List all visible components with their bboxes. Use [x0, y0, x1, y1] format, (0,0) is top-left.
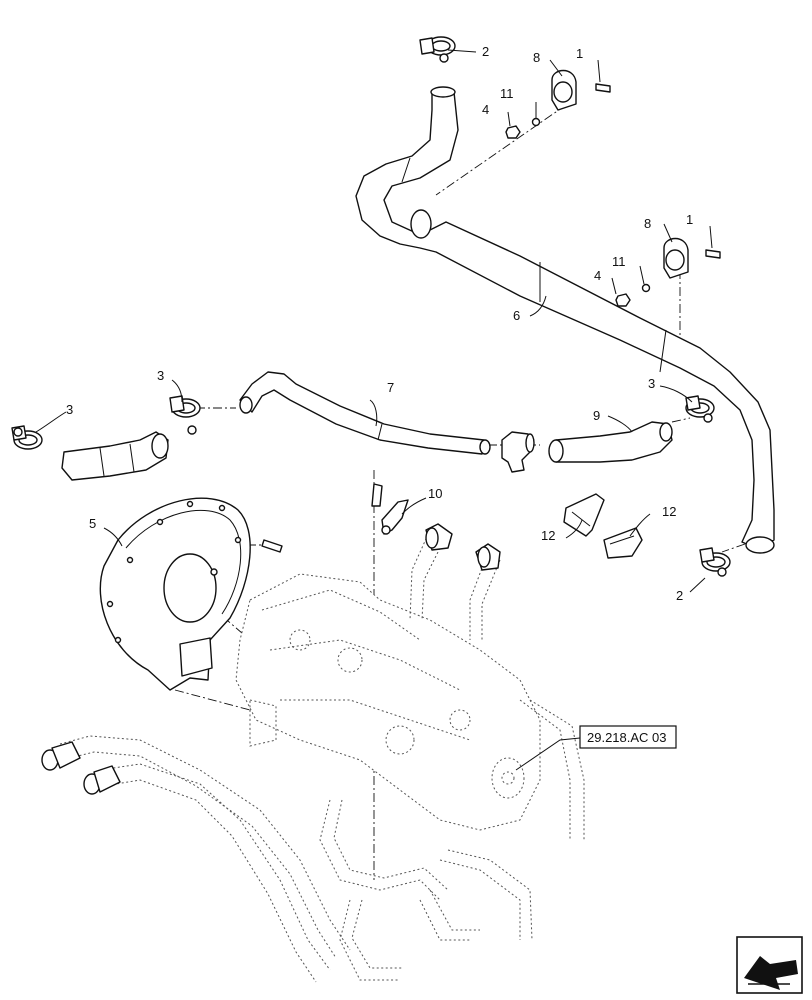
callout-6: 6	[513, 308, 520, 323]
hydraulic-tubes-left-phantom	[41, 735, 351, 983]
callout-3-mid: 3	[157, 368, 164, 383]
bracket-10	[371, 483, 409, 535]
callout-8-lower: 8	[644, 216, 651, 231]
callout-4-upper: 4	[482, 102, 489, 117]
callout-8-upper: 8	[533, 50, 540, 65]
callout-7: 7	[387, 380, 394, 395]
hose-clamp-3-left	[11, 425, 43, 450]
callout-1-upper: 1	[576, 46, 583, 61]
hose-9	[548, 421, 673, 463]
callout-1-lower: 1	[686, 212, 693, 227]
band-clamp-12-lower	[603, 527, 643, 559]
hose-clamp-3-mid	[169, 395, 201, 435]
callout-9: 9	[593, 408, 600, 423]
hose-clamp-2-bottom	[699, 547, 731, 577]
pump-assembly-phantom	[235, 529, 585, 981]
tee-fitting	[501, 431, 535, 473]
hose-clamp-2-top	[419, 36, 456, 63]
callout-12-left: 12	[541, 528, 555, 543]
hose-clamp-3-right	[685, 395, 715, 423]
callout-4-lower: 4	[594, 268, 601, 283]
coolant-tube-6	[355, 86, 775, 554]
bell-housing-plate-5	[99, 497, 283, 691]
reference-label: 29.218.AC 03	[587, 730, 667, 745]
callout-12-right: 12	[662, 504, 676, 519]
callout-10: 10	[428, 486, 442, 501]
band-clamp-12-upper	[563, 493, 605, 537]
callout-2-top: 2	[482, 44, 489, 59]
clamp-8-lower	[615, 237, 721, 307]
callout-leaders	[35, 49, 713, 771]
callout-3-left: 3	[66, 402, 73, 417]
pipe-fittings	[425, 523, 501, 571]
hose-7	[239, 371, 491, 455]
callout-11-upper: 11	[500, 86, 514, 101]
callout-2-bottom: 2	[676, 588, 683, 603]
short-hose-left	[61, 431, 169, 481]
back-arrow-icon[interactable]	[736, 936, 803, 994]
callout-5: 5	[89, 516, 96, 531]
callout-11-lower: 11	[612, 254, 626, 269]
callout-labels: 2 2 1 1 8 8 11 11 4 4 6 3 3 3 7 9 10 5 1…	[66, 44, 693, 603]
reference-box[interactable]: 29.218.AC 03	[579, 725, 677, 749]
callout-3-right: 3	[648, 376, 655, 391]
clamp-8-upper	[505, 69, 611, 139]
